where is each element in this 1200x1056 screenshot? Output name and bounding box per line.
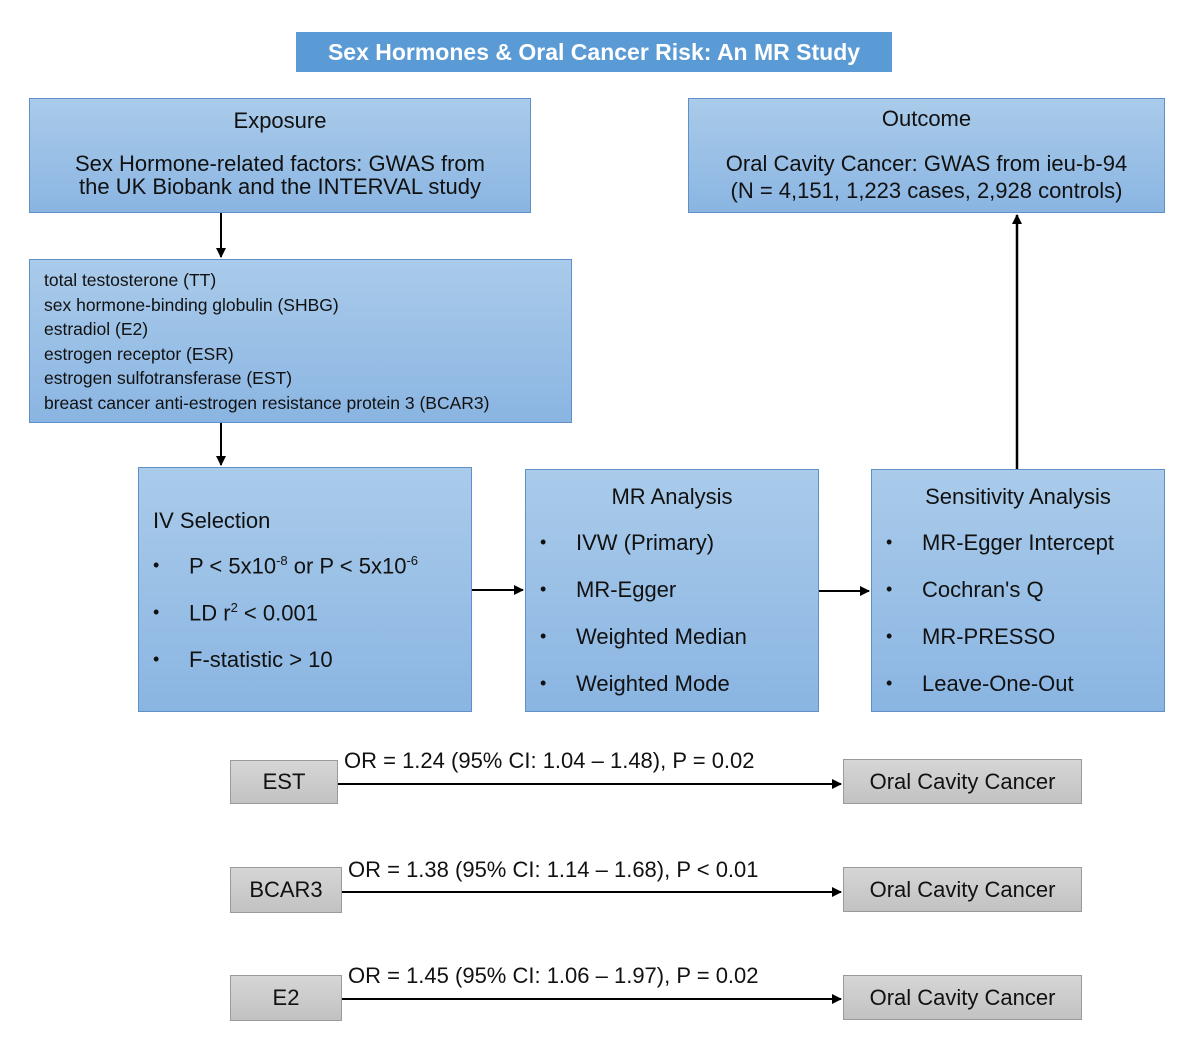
sensitivity-method-item: Cochran's Q [872,577,1164,624]
sensitivity-box: Sensitivity Analysis MR-Egger Intercept … [871,469,1165,712]
result-outcome-box: Oral Cavity Cancer [843,975,1082,1020]
diagram-title: Sex Hormones & Oral Cancer Risk: An MR S… [296,32,892,72]
iv-criterion-fstat: F-statistic > 10 [139,647,471,694]
result-outcome-box: Oral Cavity Cancer [843,759,1082,804]
factor-item: total testosterone (TT) [44,270,217,290]
outcome-text-line1: Oral Cavity Cancer: GWAS from ieu-b-94 [725,151,1128,176]
factor-item: estrogen receptor (ESR) [44,343,234,364]
sensitivity-method-item: MR-Egger Intercept [872,530,1164,577]
exposure-box: Exposure Sex Hormone-related factors: GW… [29,98,531,213]
exposure-text-line1: Sex Hormone-related factors: GWAS from [75,151,485,176]
mr-analysis-box: MR Analysis IVW (Primary) MR-Egger Weigh… [525,469,819,712]
result-exposure-box: E2 [230,975,342,1021]
mr-analysis-heading: MR Analysis [611,484,733,509]
iv-criterion-pvalue: P < 5x10-8 or P < 5x10-6 [139,553,471,600]
mr-method-item: Weighted Median [526,624,818,671]
sensitivity-method-item: Leave-One-Out [872,671,1164,718]
result-stat-label: OR = 1.24 (95% CI: 1.04 – 1.48), P = 0.0… [344,748,755,773]
outcome-box: Outcome Oral Cavity Cancer: GWAS from ie… [688,98,1165,213]
result-exposure-box: BCAR3 [230,867,342,913]
result-exposure-box: EST [230,760,338,804]
iv-selection-box: IV Selection P < 5x10-8 or P < 5x10-6 LD… [138,467,472,712]
factor-item: estradiol (E2) [44,319,149,340]
factor-item: breast cancer anti-estrogen resistance p… [44,392,490,413]
result-outcome-box: Oral Cavity Cancer [843,867,1082,912]
factor-item: estrogen sulfotransferase (EST) [44,368,293,389]
mr-method-item: MR-Egger [526,577,818,624]
factor-item: sex hormone-binding globulin (SHBG) [44,294,339,315]
mr-method-item: Weighted Mode [526,671,818,718]
sensitivity-heading: Sensitivity Analysis [925,484,1111,509]
outcome-heading: Outcome [881,106,972,131]
result-stat-label: OR = 1.38 (95% CI: 1.14 – 1.68), P < 0.0… [348,857,759,882]
factors-box: total testosterone (TT) sex hormone-bind… [29,259,572,423]
iv-criterion-ld: LD r2 < 0.001 [139,600,471,647]
mr-method-item: IVW (Primary) [526,530,818,577]
exposure-text-line2: the UK Biobank and the INTERVAL study [79,174,481,199]
exposure-heading: Exposure [233,108,327,133]
outcome-text-line2: (N = 4,151, 1,223 cases, 2,928 controls) [730,178,1123,203]
sensitivity-method-item: MR-PRESSO [872,624,1164,671]
result-stat-label: OR = 1.45 (95% CI: 1.06 – 1.97), P = 0.0… [348,963,759,988]
iv-selection-heading: IV Selection [153,508,271,533]
